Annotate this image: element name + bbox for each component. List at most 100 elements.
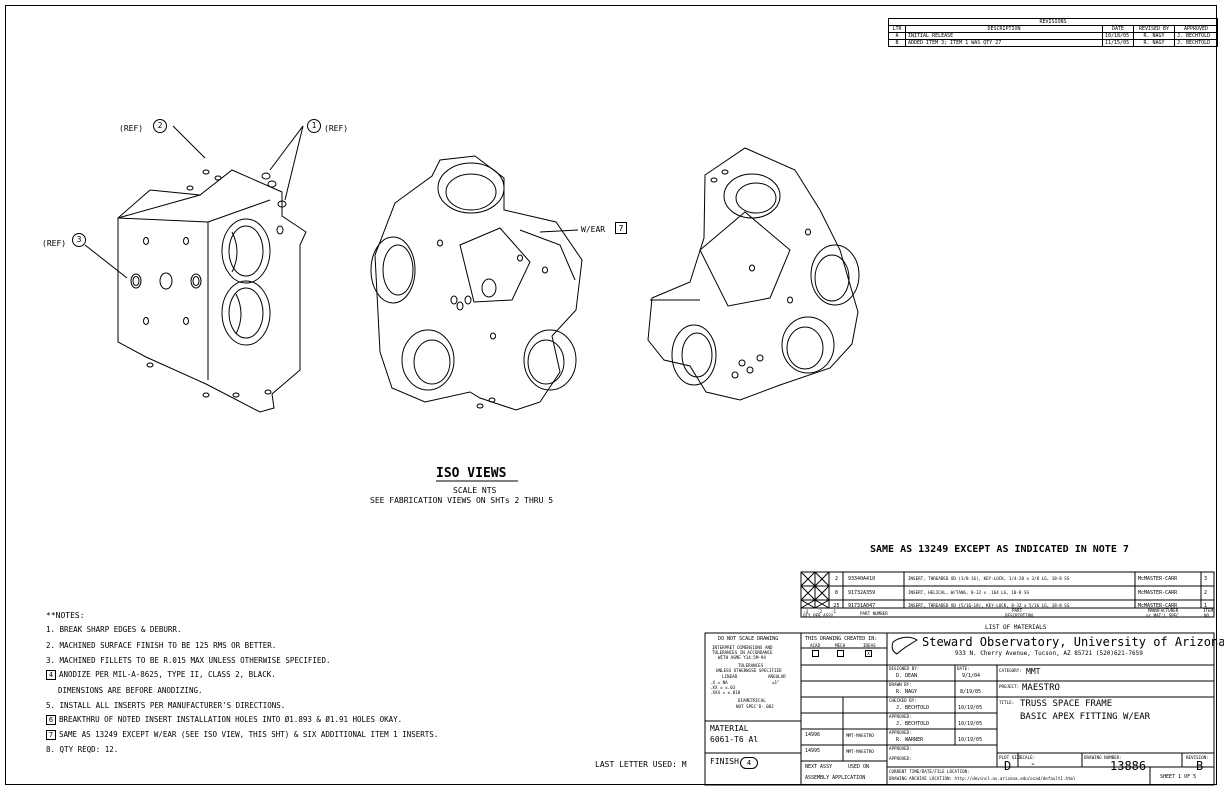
tolerances-heading: TOLERANCES	[738, 663, 764, 668]
finish-note-flag: 4	[740, 757, 758, 769]
bom-header-matl-spec: or MAT'L SPEC	[1146, 613, 1179, 618]
sheet-border	[5, 5, 1217, 785]
bom-header-manufacturer: MANUFACTURER	[1148, 608, 1179, 613]
bom-header-qty: QTY PER ASSY	[803, 613, 834, 618]
drawn-by: R. NAGY	[896, 689, 918, 695]
rev-approved: J. BECHTOLD	[1174, 39, 1218, 47]
acad-label: ACAD	[810, 643, 821, 648]
bom-part-number: 93340A410	[848, 576, 876, 582]
used-on-number: 14995	[805, 748, 821, 754]
bom-qty: 25	[833, 603, 840, 609]
bom-qty: 8	[834, 590, 838, 596]
bom-item-no: 2	[1204, 590, 1208, 596]
revision-row: B ADDED ITEM 3; ITEM 1 WAS QTY 27 11/15/…	[888, 39, 1218, 47]
drawing-number: 13886	[1110, 759, 1147, 773]
organization-name: Steward Observatory, University of Arizo…	[922, 635, 1224, 649]
checked-date: 10/19/05	[958, 705, 983, 711]
bom-header-dash: -1	[831, 609, 837, 614]
current-location-label: CURRENT TIME/DATE/FILE LOCATION:	[889, 769, 970, 774]
used-on-name: MMT-MAESTRO	[846, 749, 874, 754]
bom-item-no: 3	[1204, 576, 1208, 582]
approved-by: R. WARNER	[896, 737, 924, 743]
bom-part-number: 91732A359	[848, 590, 876, 596]
interpret-line: TOLERANCES IN ACCORDANCE	[712, 650, 773, 655]
plot-size-label: PLOT SIZE	[999, 755, 1022, 760]
ref-label: (REF)	[119, 124, 144, 133]
tol-linear: LINEAR	[722, 674, 738, 679]
bom-header-dash: -2	[817, 609, 823, 614]
drawing-title-line1: TRUSS SPACE FRAME	[1020, 699, 1113, 709]
apex-fitting-view-1	[84, 125, 307, 413]
bom-part-number: 91731A047	[848, 603, 876, 609]
apex-fitting-view-3	[647, 147, 860, 401]
drawing-title-line2: BASIC APEX FITTING W/EAR	[1020, 712, 1151, 722]
notes-header: **NOTES:	[46, 611, 85, 620]
revision-label: REVISION:	[1186, 755, 1209, 760]
next-assy-label: NEXT ASSY	[805, 764, 833, 770]
bom-qty: 2	[834, 576, 838, 582]
sheet-number: SHEET 1 OF 5	[1160, 774, 1197, 780]
iso-scale: SCALE NTS	[453, 486, 497, 495]
tol-xxx: .XXX = ±.010	[710, 690, 741, 695]
tol-x: .X = NA	[710, 680, 728, 685]
bom-header-description: DESCRIPTION	[1005, 613, 1033, 618]
note-item: 8. QTY REQD: 12.	[46, 745, 119, 754]
checked-by: J. BECHTOLD	[896, 705, 930, 711]
tol-xx: .XX = ±.03	[710, 685, 736, 690]
category-label: CATEGORY:	[999, 668, 1022, 673]
approved-label: APPROVED:	[889, 730, 912, 735]
interpret-line: INTERPRET DIMENSIONS AND	[712, 645, 773, 650]
last-letter-used: LAST LETTER USED: M	[595, 760, 687, 769]
ref-label: (REF)	[42, 239, 67, 248]
scale-value: -	[1030, 759, 1037, 770]
plot-size-value: D	[1004, 759, 1012, 773]
revision-value: B	[1196, 759, 1204, 773]
material-value: 6061-T6 Al	[710, 735, 759, 744]
designed-by-label: DESIGNED BY:	[889, 666, 920, 671]
mech-checkbox	[837, 650, 844, 657]
drawing-number-label: DRAWING NUMBER:	[1084, 755, 1122, 760]
mech-label: MECH	[835, 643, 846, 648]
bom-header-part-number: PART NUMBER	[860, 611, 888, 616]
note-item: 2. MACHINED SURFACE FINISH TO BE 125 RMS…	[46, 641, 277, 650]
tol-angular: ANGULAR	[768, 674, 786, 679]
assembly-application-label: ASSEMBLY APPLICATION	[805, 775, 866, 781]
note-item: 5. INSTALL ALL INSERTS PER MANUFACTURER'…	[46, 701, 286, 710]
bom-description: INSERT, HELICAL, W/TANG, 8-32 x .164 LG,…	[908, 590, 1030, 595]
drawn-by-label: DRAWN BY:	[889, 682, 912, 687]
bom-description: INSERT, THREADED OD (5/16-18), KEY-LOCK,…	[908, 603, 1070, 608]
same-as-note: SAME AS 13249 EXCEPT AS INDICATED IN NOT…	[870, 544, 1129, 555]
bom-header-dash: -3	[803, 609, 809, 614]
bom-manufacturer: McMASTER-CARR	[1138, 576, 1178, 582]
checked-by-label: CHECKED BY:	[889, 698, 917, 703]
tolerances-unless: UNLESS OTHERWISE SPECIFIED	[716, 668, 782, 673]
note-item: 3. MACHINED FILLETS TO BE R.015 MAX UNLE…	[46, 656, 331, 665]
bom-item-no: 1	[1204, 603, 1208, 609]
do-not-scale: DO NOT SCALE DRAWING	[718, 636, 779, 642]
bom-header-part: PART	[1012, 608, 1023, 613]
note-item: 1. BREAK SHARP EDGES & DEBURR.	[46, 625, 182, 634]
category-value: MMT	[1026, 667, 1041, 676]
acad-checkbox	[812, 650, 819, 657]
interpret-line: WITH ASME Y14.5M-94	[718, 655, 766, 660]
tol-diametrical: DIAMETRICAL	[738, 698, 766, 703]
approved-label: APPROVED:	[889, 756, 912, 761]
approved-by: J. BECHTOLD	[896, 721, 930, 727]
bom-header-no: NO.	[1204, 613, 1212, 618]
project-value: MAESTRO	[1022, 683, 1060, 693]
designed-by: D. DEAN	[896, 673, 918, 679]
archive-location: DRAWING ARCHIVE LOCATION: http://devincl…	[889, 776, 1076, 781]
note-flag: 6	[46, 715, 56, 725]
title-label: TITLE:	[999, 700, 1015, 705]
approved-label: APPROVED:	[889, 714, 912, 719]
ideas-label: IDEAS	[863, 643, 876, 648]
drawn-date: 8/19/05	[960, 689, 982, 695]
approved-date: 10/19/05	[958, 721, 983, 727]
item-1-balloon: 1	[307, 119, 321, 133]
note-7-flag: 7	[615, 222, 627, 234]
